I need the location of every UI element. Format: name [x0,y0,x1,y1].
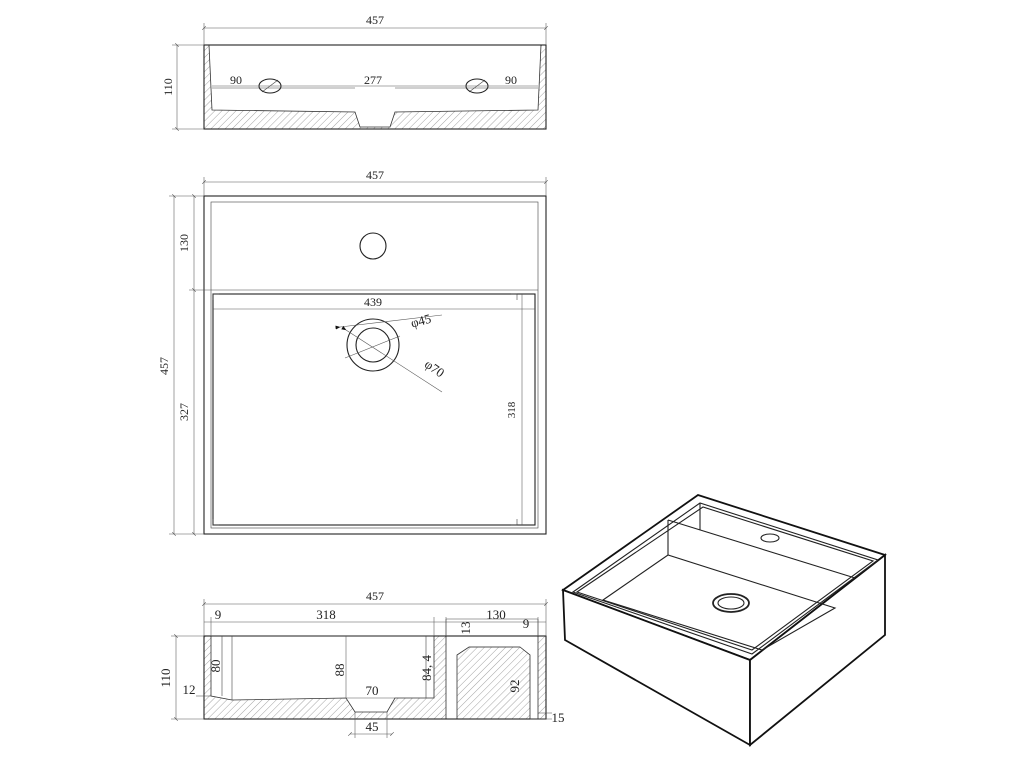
plan-view: φ45 φ70 457 439 318 457 130 327 [157,168,548,536]
drain-inner-label: φ45 [409,311,433,331]
right-offset-label: 90 [505,73,517,87]
lower-zone-label: 327 [177,403,191,421]
left-depth-label: 80 [208,660,223,673]
side-section-view: 457 9 318 130 13 9 110 80 88 84, 4 92 12… [158,589,565,738]
iso-drain-inner [717,596,745,610]
iso-drain-outer [712,593,750,613]
drain-outer [346,318,400,372]
deck-width-label: 130 [486,607,506,622]
side-height-label: 110 [158,668,173,687]
inner-width-label: 439 [364,295,382,309]
iso-tap-hole [760,533,780,543]
top-height-label: 110 [161,78,175,96]
plan-height-label: 457 [157,357,171,375]
plan-basin [212,293,536,526]
base-label: 12 [183,682,196,697]
center-depth-label: 88 [332,664,347,677]
right-wall-label: 9 [523,616,530,631]
top-section-body [203,44,547,130]
top-width-label: 457 [366,13,384,27]
foot-label: 15 [552,710,565,725]
top-section-view: 457 110 90 277 90 [161,13,548,131]
deck-depth-label: 92 [507,680,522,693]
drain-bottom-label: 45 [366,719,379,734]
left-offset-label: 90 [230,73,242,87]
tap-hole [359,232,387,260]
side-section-body [203,635,547,720]
side-width-label: 457 [366,589,384,603]
drain-inner [355,327,391,363]
top-zone-label: 130 [177,234,191,252]
drain-outer-label: φ70 [422,356,447,380]
plan-width-label: 457 [366,168,384,182]
iso-right-face [749,553,886,747]
plan-outer-edge [203,195,547,535]
isometric-view [561,494,887,747]
inner-height-label: 318 [506,401,518,418]
left-wall-label: 9 [215,607,222,622]
center-span-label: 277 [364,73,382,87]
rim-label: 13 [458,622,473,635]
top-section-outline [203,44,547,130]
plan-inner-rim [210,201,539,529]
drain-top-label: 70 [366,683,379,698]
right-depth-label: 84, 4 [419,655,434,682]
basin-width-label: 318 [316,607,336,622]
